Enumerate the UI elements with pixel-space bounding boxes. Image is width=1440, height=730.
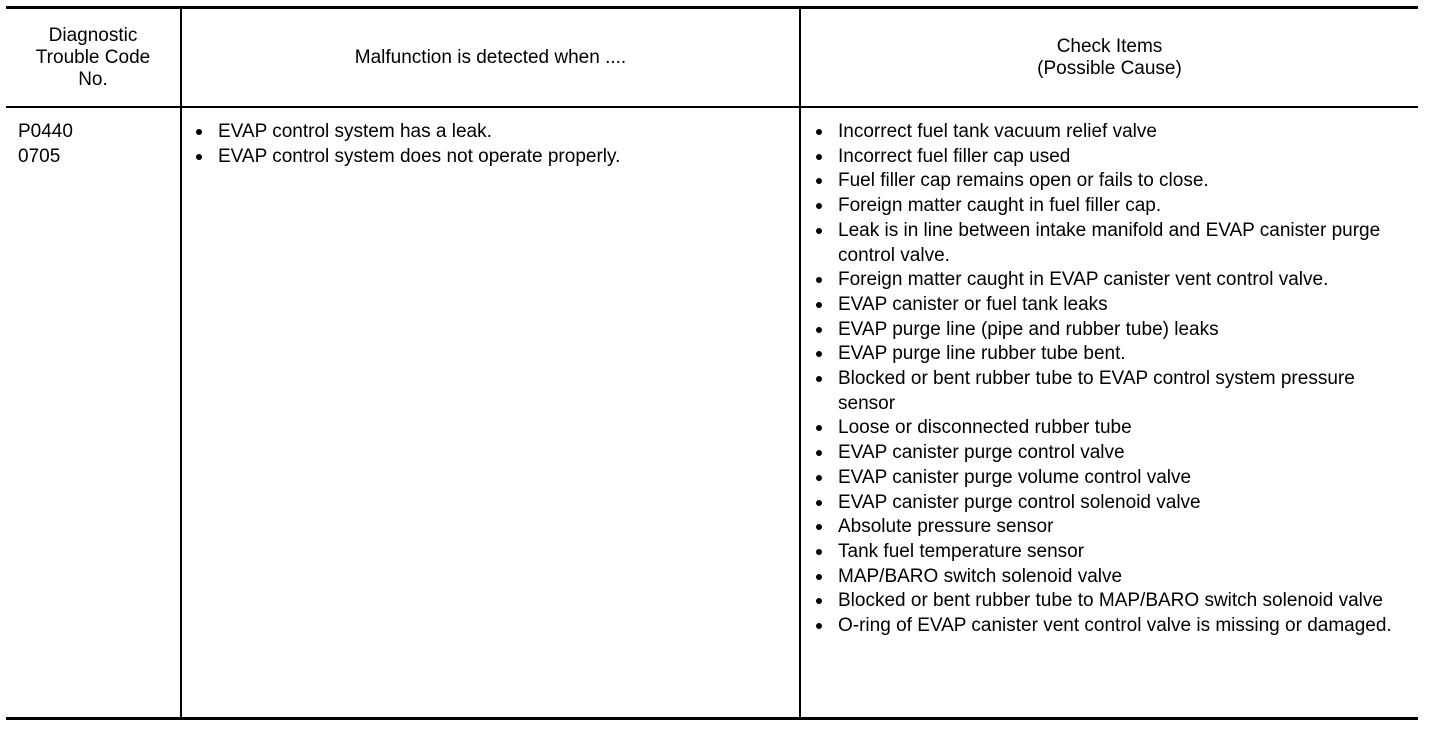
dtc-code: 0705 [18,145,61,167]
check-items-list: Incorrect fuel tank vacuum relief valve … [812,120,1412,639]
list-item: Blocked or bent rubber tube to EVAP cont… [812,367,1412,416]
list-item: EVAP control system does not operate pro… [192,145,792,170]
header-check-items: Check Items (Possible Cause) [1037,35,1182,79]
column-divider-1 [180,6,182,720]
list-item: Absolute pressure sensor [812,515,1412,540]
list-item: Foreign matter caught in EVAP canister v… [812,268,1412,293]
dtc-table: Diagnostic Trouble Code No. Malfunction … [6,6,1418,720]
list-item: EVAP canister purge control solenoid val… [812,491,1412,516]
list-item: EVAP canister purge control valve [812,441,1412,466]
dtc-code: P0440 [18,121,73,142]
list-item: Loose or disconnected rubber tube [812,416,1412,441]
list-item: Foreign matter caught in fuel filler cap… [812,194,1412,219]
list-item: Tank fuel temperature sensor [812,540,1412,565]
dtc-code-cell: P0440 0705 [18,120,178,169]
table-top-rule [6,6,1418,9]
list-item: Fuel filler cap remains open or fails to… [812,169,1412,194]
list-item: EVAP purge line (pipe and rubber tube) l… [812,318,1412,343]
list-item: EVAP canister purge volume control valve [812,466,1412,491]
malfunction-cell: EVAP control system has a leak. EVAP con… [192,120,792,169]
list-item: MAP/BARO switch solenoid valve [812,565,1412,590]
list-item: Blocked or bent rubber tube to MAP/BARO … [812,589,1412,614]
list-item: Leak is in line between intake manifold … [812,219,1412,268]
list-item: Incorrect fuel filler cap used [812,145,1412,170]
header-divider-rule [6,106,1418,108]
table-bottom-rule [6,717,1418,720]
list-item: Incorrect fuel tank vacuum relief valve [812,120,1412,145]
list-item: EVAP control system has a leak. [192,120,792,145]
list-item: EVAP canister or fuel tank leaks [812,293,1412,318]
header-malfunction-detected: Malfunction is detected when .... [354,46,627,68]
header-dtc-number: Diagnostic Trouble Code No. [35,24,151,90]
malfunction-list: EVAP control system has a leak. EVAP con… [192,120,792,169]
column-divider-2 [799,6,801,720]
list-item: EVAP purge line rubber tube bent. [812,342,1412,367]
check-items-cell: Incorrect fuel tank vacuum relief valve … [812,120,1412,639]
list-item: O-ring of EVAP canister vent control val… [812,614,1412,639]
